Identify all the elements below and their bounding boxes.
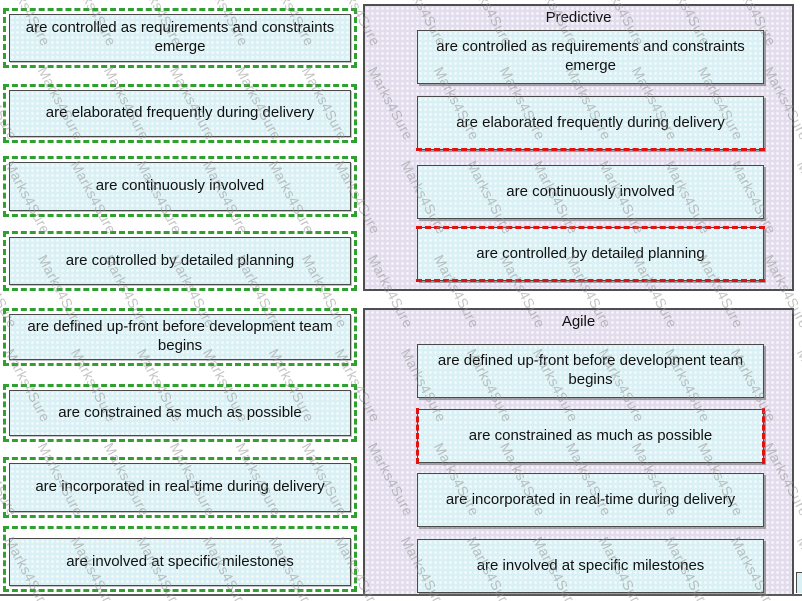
agile-drop-4[interactable]: are involved at specific milestones xyxy=(417,539,764,593)
drag-item-label: are controlled as requirements and const… xyxy=(9,14,351,62)
agile-panel-title: Agile xyxy=(561,313,596,330)
drag-item-label: are controlled by detailed planning xyxy=(9,237,351,285)
drag-item-label: are incorporated in real-time during del… xyxy=(9,463,351,512)
drop-box-label: are controlled by detailed planning xyxy=(476,244,705,262)
cropped-box-fragment xyxy=(796,572,802,593)
drag-item-incorporated-real-time[interactable]: are incorporated in real-time during del… xyxy=(3,457,357,518)
drag-item-label: are continuously involved xyxy=(9,162,351,211)
drag-item-controlled-as-requirements[interactable]: are controlled as requirements and const… xyxy=(3,8,357,68)
agile-drop-3[interactable]: are incorporated in real-time during del… xyxy=(417,473,764,527)
drag-item-continuously-involved[interactable]: are continuously involved xyxy=(3,156,357,217)
drag-item-involved-specific-milestones[interactable]: are involved at specific milestones xyxy=(3,526,357,592)
drop-box-label: are elaborated frequently during deliver… xyxy=(456,113,725,131)
predictive-drop-1[interactable]: are controlled as requirements and const… xyxy=(417,30,764,84)
drop-box-label: are constrained as much as possible xyxy=(468,426,713,444)
agile-panel: Agile are defined up-front before develo… xyxy=(363,308,794,596)
agile-drop-1[interactable]: are defined up-front before development … xyxy=(417,344,764,398)
watermark-text: Marks4Sure xyxy=(793,158,802,237)
drag-item-label: are involved at specific milestones xyxy=(9,538,351,586)
predictive-drop-2[interactable]: are elaborated frequently during deliver… xyxy=(416,96,765,151)
drag-item-defined-up-front[interactable]: are defined up-front before development … xyxy=(3,308,357,366)
agile-drop-2[interactable]: are constrained as much as possible xyxy=(416,408,765,464)
bottom-border-line xyxy=(0,594,802,596)
drag-item-constrained-as-much[interactable]: are constrained as much as possible xyxy=(3,384,357,442)
drag-item-label: are elaborated frequently during deliver… xyxy=(9,90,351,137)
drag-item-label: are defined up-front before development … xyxy=(9,314,351,360)
predictive-drop-4[interactable]: are controlled by detailed planning xyxy=(416,226,765,282)
watermark-text: Marks4Sure xyxy=(793,0,802,49)
drag-item-controlled-by-detailed-planning[interactable]: are controlled by detailed planning xyxy=(3,231,357,291)
drag-item-label: are constrained as much as possible xyxy=(9,390,351,436)
drag-item-elaborated-frequently[interactable]: are elaborated frequently during deliver… xyxy=(3,84,357,143)
predictive-panel: Predictive are controlled as requirement… xyxy=(363,4,794,291)
predictive-drop-3[interactable]: are continuously involved xyxy=(417,165,764,219)
predictive-panel-title: Predictive xyxy=(545,9,612,26)
watermark-text: Marks4Sure xyxy=(793,346,802,425)
